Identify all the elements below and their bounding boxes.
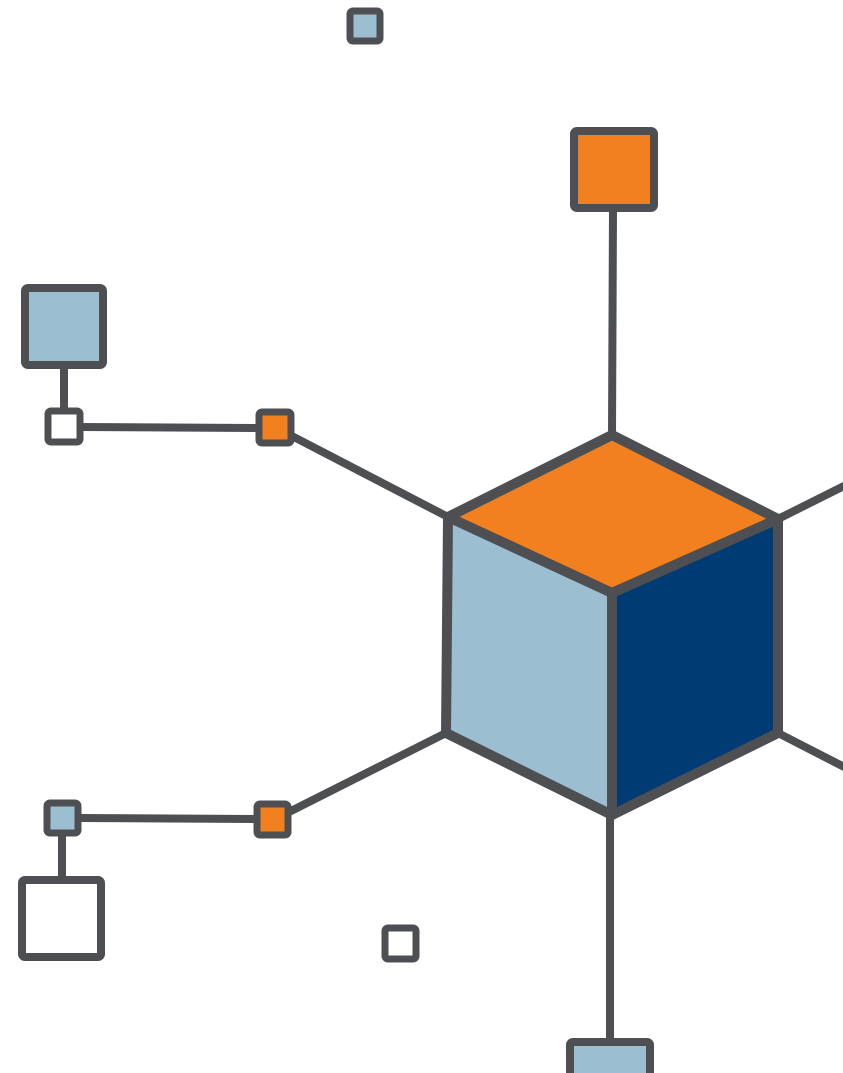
node-lower-left-large-icon	[18, 876, 105, 961]
node-bottom-large-icon	[566, 1038, 654, 1073]
edge-cube-to-top-node	[608, 204, 617, 439]
edge-cube-to-right-lower	[774, 729, 843, 771]
edge-cube-to-upper-left-connector	[286, 431, 452, 521]
edges	[58, 204, 843, 1046]
edge-upper-left-connector-to-small-node	[76, 423, 264, 432]
edge-lower-left-connector-to-small-node	[74, 814, 262, 823]
node-upper-left-large-icon	[21, 284, 107, 369]
node-top-large-icon	[570, 127, 658, 212]
edge-cube-to-right-upper	[774, 482, 843, 523]
cube-icon	[441, 430, 783, 820]
node-upper-left-small-icon	[44, 407, 84, 446]
cube-right-face	[607, 514, 783, 820]
node-lower-left-small-icon	[43, 799, 82, 837]
edge-cube-to-lower-left-connector	[285, 729, 450, 816]
node-upper-left-connector-icon	[255, 408, 295, 447]
node-top-small-icon	[346, 7, 384, 45]
node-bottom-small-icon	[381, 924, 420, 963]
nodes	[18, 7, 658, 1073]
node-lower-left-connector-icon	[253, 800, 292, 839]
